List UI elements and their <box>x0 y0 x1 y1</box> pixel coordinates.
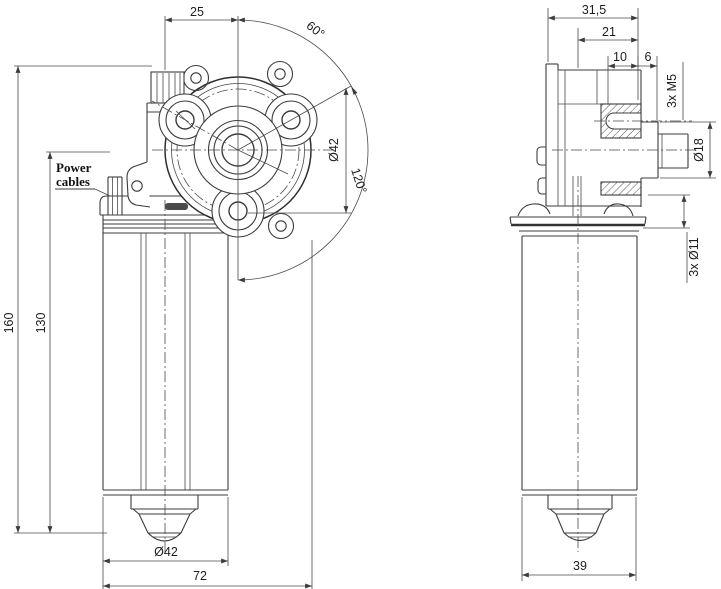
dim-overall-depth: 31,5 <box>582 3 606 17</box>
dim-overall-height: 160 <box>2 313 16 334</box>
dim-boss-length: 10 <box>613 50 627 64</box>
motor-endbell-side <box>547 495 613 542</box>
power-cables-label-line1: Power <box>56 160 92 175</box>
power-cables-label-line2: cables <box>56 174 90 189</box>
dim-motor-height: 130 <box>34 313 48 334</box>
flange-vent-slot <box>165 203 188 210</box>
side-dimensions: 31,5 21 10 6 3x M5 Ø18 3 <box>521 3 716 581</box>
side-view: 31,5 21 10 6 3x M5 Ø18 3 <box>509 3 716 581</box>
dim-mount-hole-dia: 3x Ø11 <box>687 237 701 276</box>
gearbox-housing-side <box>536 63 642 216</box>
m5-boss-section <box>594 103 692 139</box>
output-hub-side <box>552 121 696 179</box>
lower-boss-section <box>600 181 642 196</box>
power-cables-callout: Power cables <box>55 160 111 197</box>
dim-bolt-circle: Ø42 <box>327 138 341 162</box>
dim-motor-dia: Ø42 <box>154 545 178 559</box>
dim-mount-thread: 3x M5 <box>665 74 679 108</box>
dim-motor-depth: 39 <box>573 559 587 573</box>
motor-flange-front <box>99 195 229 234</box>
mounting-ears <box>182 60 295 240</box>
dim-housing-depth: 21 <box>602 25 616 39</box>
motor-body-side <box>521 176 638 552</box>
motor-endbell-front <box>130 495 199 542</box>
front-view: 25 160 130 Ø42 72 Ø42 <box>2 5 369 589</box>
dim-shaft-offset: 25 <box>190 5 204 19</box>
power-cable-duct <box>107 176 123 215</box>
dim-boss-step: 6 <box>645 50 652 64</box>
left-bracket-ear <box>126 161 151 208</box>
dim-hub-dia: Ø18 <box>692 138 706 162</box>
arc-mid-arrow <box>351 86 358 95</box>
dim-angle-60: 60° <box>304 19 328 42</box>
front-dimensions: 25 160 130 Ø42 72 Ø42 <box>2 5 369 589</box>
dim-overall-width: 72 <box>193 569 207 583</box>
motor-body-front <box>102 233 229 496</box>
